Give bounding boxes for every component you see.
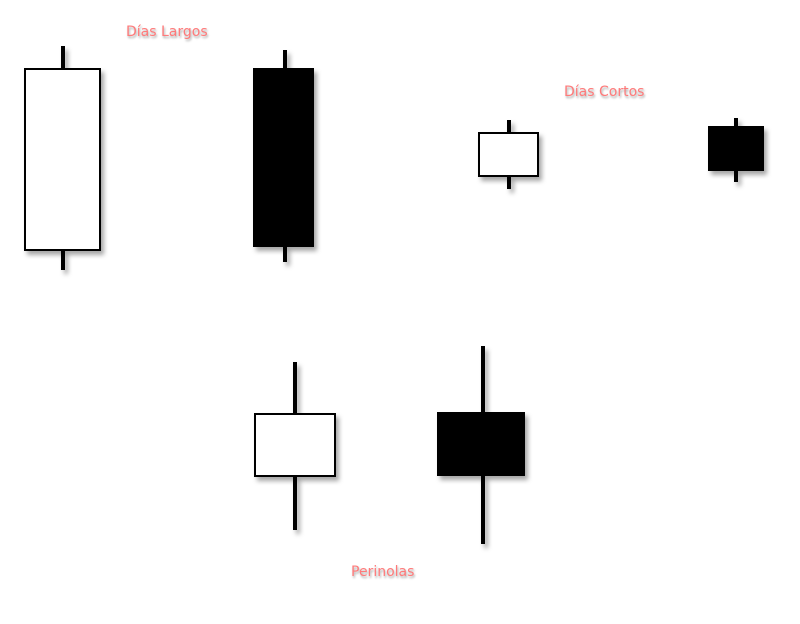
long-bearish-candle <box>253 50 314 262</box>
short-bullish-body <box>478 132 539 177</box>
long-days-label: Días Largos <box>126 24 208 40</box>
spinning-top-bearish-candle <box>437 346 525 544</box>
short-bearish-candle <box>708 118 764 182</box>
spinning-top-bullish-candle <box>254 362 336 530</box>
spinning-tops-label: Perinolas <box>351 564 415 580</box>
short-bullish-candle <box>478 120 539 189</box>
short-days-label: Días Cortos <box>564 84 645 100</box>
long-bullish-body <box>24 68 101 251</box>
short-bearish-body <box>708 126 764 171</box>
spinning-bearish-body <box>437 412 525 476</box>
long-bullish-candle <box>24 46 101 270</box>
spinning-bullish-body <box>254 413 336 477</box>
long-bearish-body <box>253 68 314 247</box>
